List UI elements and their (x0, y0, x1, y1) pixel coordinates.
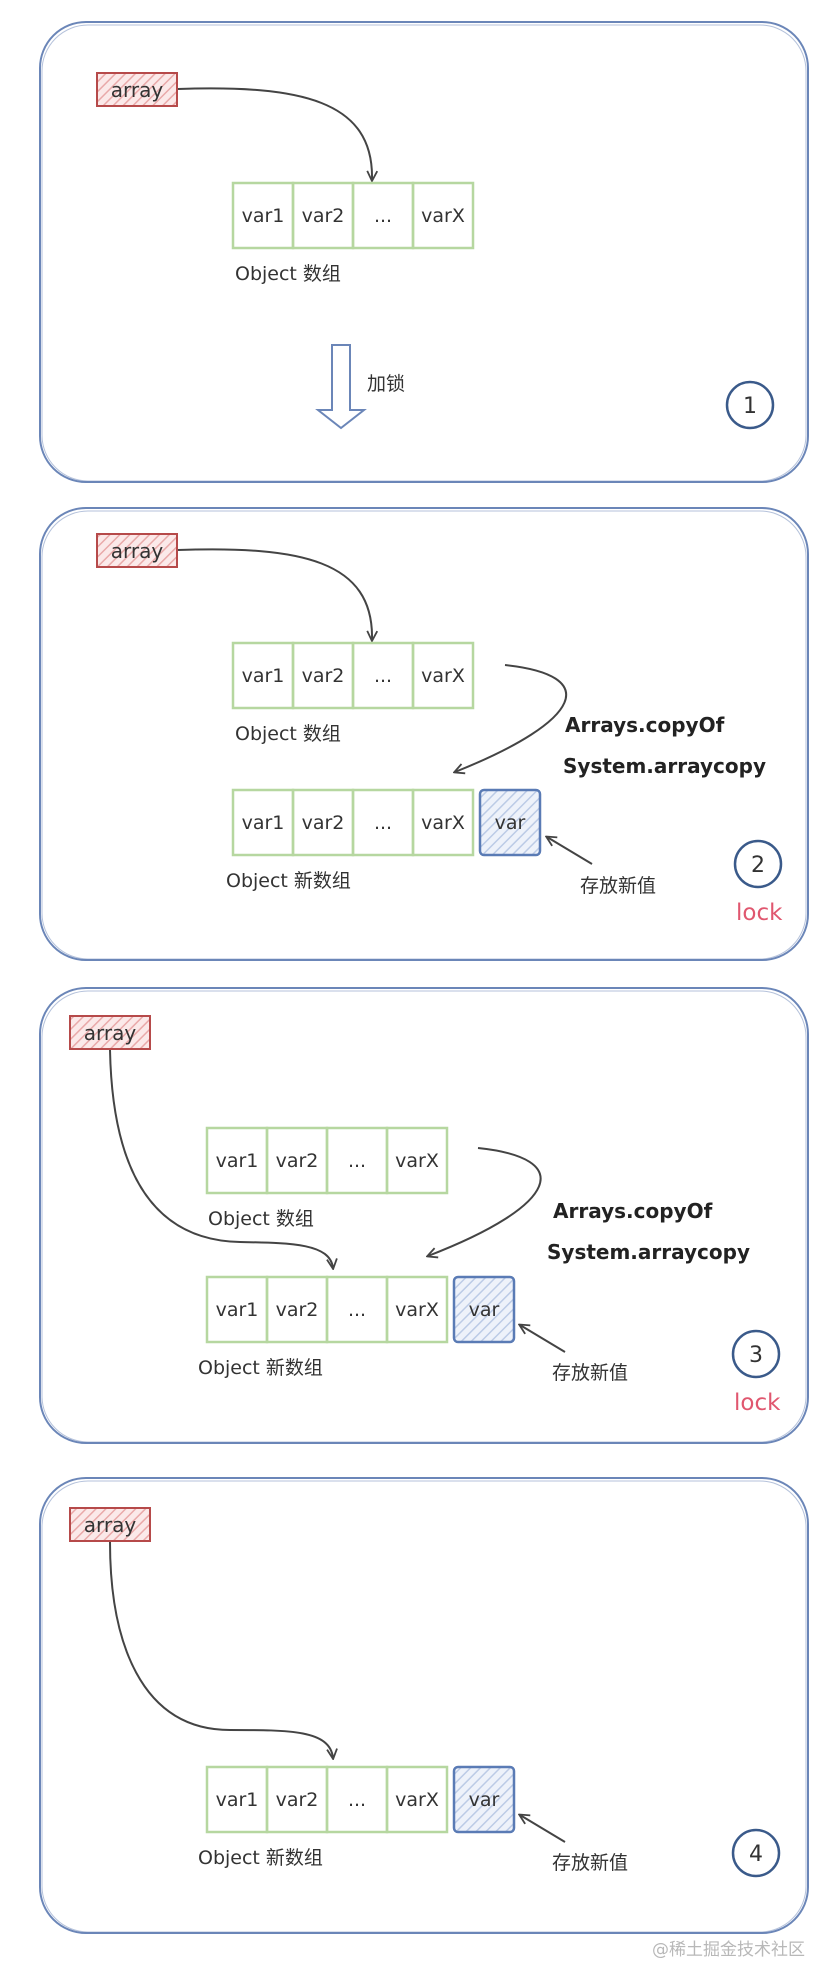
step-badge (725, 380, 775, 430)
lock-label: lock (736, 900, 783, 926)
reference-arrow (177, 87, 372, 180)
step-number: 3 (749, 1343, 763, 1368)
cell-label: var1 (216, 1299, 259, 1321)
array-label: array (84, 1513, 137, 1537)
store-new-value-label: 存放新值 (552, 1852, 628, 1874)
pointer-arrow (520, 1815, 566, 1843)
copy-arrow (455, 664, 568, 772)
step-number: 2 (751, 853, 765, 878)
cell-label: ... (374, 205, 392, 227)
cell-label: var1 (242, 665, 285, 687)
cell-label: var2 (302, 812, 345, 834)
array-pointer: array (69, 1015, 151, 1050)
array-cell (411, 181, 475, 250)
method-copyof: Arrays.copyOf (565, 713, 725, 737)
cell-label: var1 (242, 205, 285, 227)
step-badge (731, 1329, 781, 1379)
cell-label: var (495, 812, 526, 834)
cell-label: var1 (216, 1789, 259, 1811)
reference-arrow (109, 1049, 333, 1268)
new-value-cell (478, 788, 542, 857)
object-new-array-caption: Object 新数组 (198, 1847, 323, 1869)
store-new-value-label: 存放新值 (580, 875, 656, 897)
array-cell (385, 1275, 449, 1344)
cell-label: ... (348, 1150, 366, 1172)
object-array-caption: Object 数组 (235, 263, 341, 285)
pointer-arrow (547, 837, 593, 865)
object-array: var1 var2 ... varX (231, 641, 475, 710)
reference-arrow (177, 548, 372, 640)
store-new-value-label: 存放新值 (552, 1362, 628, 1384)
lock-label: lock (734, 1390, 781, 1416)
down-arrow-icon (315, 344, 367, 430)
cell-label: ... (374, 665, 392, 687)
array-pointer: array (69, 1507, 151, 1542)
cell-label: var2 (276, 1150, 319, 1172)
cell-label: ... (348, 1789, 366, 1811)
object-array: var1 var2 ... varX (231, 181, 475, 250)
step-number: 4 (749, 1842, 763, 1867)
new-value-cell (452, 1765, 516, 1834)
step-number: 1 (743, 394, 757, 419)
object-array-caption: Object 数组 (235, 723, 341, 745)
cell-label: var (469, 1299, 500, 1321)
cell-label: var (469, 1789, 500, 1811)
object-array-caption: Object 数组 (208, 1208, 314, 1230)
cell-label: varX (395, 1299, 439, 1321)
cell-label: ... (348, 1299, 366, 1321)
cell-label: var1 (216, 1150, 259, 1172)
cell-label: var1 (242, 812, 285, 834)
panel-4: array var1 var2 ... varX var Object 新数组 … (39, 1477, 809, 1934)
object-array: var1 var2 ... varX (205, 1126, 449, 1195)
array-label: array (84, 1021, 137, 1045)
cell-label: var2 (276, 1789, 319, 1811)
cell-label: varX (421, 665, 465, 687)
array-label: array (111, 78, 164, 102)
method-arraycopy: System.arraycopy (563, 754, 766, 778)
panel-2: array var1 var2 ... varX Object 数组 Array… (39, 507, 809, 961)
array-cell (385, 1126, 449, 1195)
cell-label: varX (395, 1150, 439, 1172)
object-new-array: var1 var2 ... varX var (205, 1275, 516, 1344)
cell-label: varX (421, 205, 465, 227)
copy-arrow (428, 1147, 542, 1256)
panel-1: array var1 var2 ... varX Object 数组 加锁 1 (39, 21, 809, 483)
array-label: array (111, 539, 164, 563)
array-pointer: array (96, 72, 178, 107)
object-new-array-caption: Object 新数组 (226, 870, 351, 892)
object-new-array: var1 var2 ... varX var (231, 788, 542, 857)
array-cell (385, 1765, 449, 1834)
object-new-array: var1 var2 ... varX var (205, 1765, 516, 1834)
array-pointer: array (96, 533, 178, 568)
step-badge (733, 839, 783, 889)
cell-label: var2 (302, 205, 345, 227)
new-value-cell (452, 1275, 516, 1344)
array-cell (411, 788, 475, 857)
step-badge (731, 1828, 781, 1878)
cell-label: varX (395, 1789, 439, 1811)
panel-3: array var1 var2 ... varX Object 数组 Array… (39, 987, 809, 1444)
cell-label: var2 (302, 665, 345, 687)
lock-action-label: 加锁 (367, 373, 405, 395)
watermark: @稀土掘金技术社区 (652, 1940, 805, 1960)
cell-label: varX (421, 812, 465, 834)
cell-label: ... (374, 812, 392, 834)
method-copyof: Arrays.copyOf (553, 1199, 713, 1223)
method-arraycopy: System.arraycopy (547, 1240, 750, 1264)
cell-label: var2 (276, 1299, 319, 1321)
pointer-arrow (520, 1325, 566, 1353)
object-new-array-caption: Object 新数组 (198, 1357, 323, 1379)
array-cell (411, 641, 475, 710)
reference-arrow (109, 1541, 333, 1758)
